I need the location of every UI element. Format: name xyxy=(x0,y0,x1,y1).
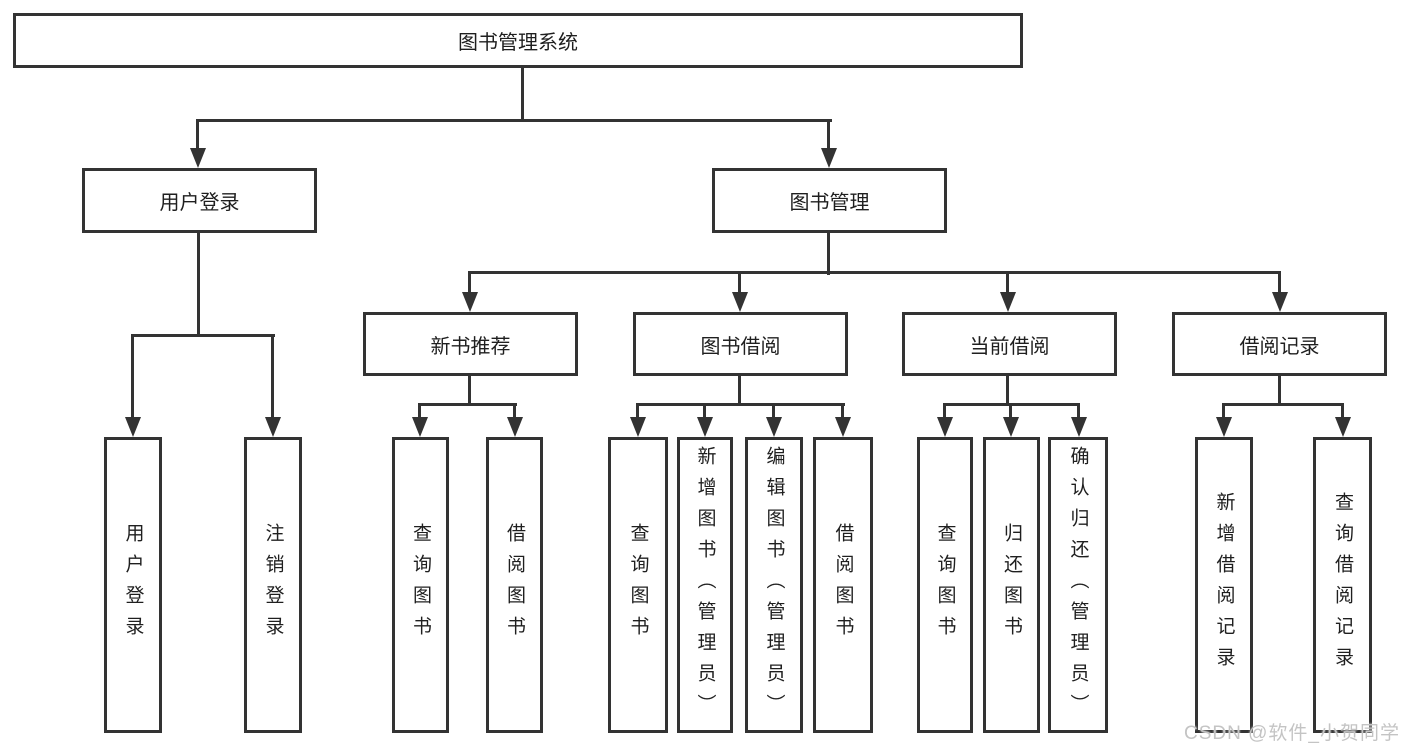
connector-groupB-leaf4-drop xyxy=(841,403,844,419)
node-user-login: 用户登录 xyxy=(82,168,317,233)
node-user-login-label: 用户登录 xyxy=(159,192,240,214)
arrowhead-groupB-leaf1 xyxy=(630,417,646,437)
arrowhead-groupA-leaf1 xyxy=(412,417,428,437)
connector-current-borrow-drop xyxy=(1006,271,1009,293)
connector-groupB-stem xyxy=(738,374,741,406)
node-current-borrow-label: 当前借阅 xyxy=(969,335,1050,358)
connector-groupB-rail xyxy=(636,403,845,406)
leaf-edit-books-admin-label: 编辑图书（管理员） xyxy=(763,445,785,725)
leaf-user-login: 用户登录 xyxy=(104,437,162,733)
arrowhead-book-borrow xyxy=(732,292,748,312)
connector-groupA-rail xyxy=(418,403,517,406)
connector-book-mgmt-drop xyxy=(827,119,830,149)
arrowhead-groupD-leaf1 xyxy=(1216,417,1232,437)
connector-groupA-leaf2-drop xyxy=(513,403,516,419)
leaf-borrow-books-b: 借阅图书 xyxy=(813,437,873,733)
leaf-add-books-admin: 新增图书（管理员） xyxy=(677,437,733,733)
connector-user-subtree-stem xyxy=(197,231,200,337)
leaf-user-login-label: 用户登录 xyxy=(122,523,144,647)
connector-groupA-stem xyxy=(468,374,471,406)
arrowhead-groupC-leaf2 xyxy=(1003,417,1019,437)
connector-groupC-stem xyxy=(1006,374,1009,406)
arrowhead-groupC-leaf3 xyxy=(1071,417,1087,437)
node-root-label: 图书管理系统 xyxy=(458,32,578,54)
connector-groupA-leaf1-drop xyxy=(418,403,421,419)
node-book-borrow: 图书借阅 xyxy=(633,312,848,376)
leaf-add-books-admin-label: 新增图书（管理员） xyxy=(694,445,716,725)
leaf-confirm-return-admin-label: 确认归还（管理员） xyxy=(1067,445,1089,725)
leaf-query-books-a-label: 查询图书 xyxy=(410,523,431,647)
connector-level3-rail xyxy=(468,271,1281,274)
node-root-system: 图书管理系统 xyxy=(13,13,1023,68)
leaf-logout: 注销登录 xyxy=(244,437,302,733)
arrowhead-groupA-leaf2 xyxy=(507,417,523,437)
leaf-query-books-c: 查询图书 xyxy=(917,437,973,733)
connector-level2-rail xyxy=(197,119,832,122)
leaf-query-borrow-record: 查询借阅记录 xyxy=(1313,437,1372,733)
connector-groupC-leaf3-drop xyxy=(1077,403,1080,419)
connector-groupB-leaf3-drop xyxy=(772,403,775,419)
connector-leaf-user-login-drop xyxy=(131,334,134,419)
node-book-management-label: 图书管理 xyxy=(789,192,870,214)
connector-groupC-leaf1-drop xyxy=(943,403,946,419)
arrowhead-groupB-leaf2 xyxy=(697,417,713,437)
leaf-confirm-return-admin: 确认归还（管理员） xyxy=(1048,437,1108,733)
connector-groupB-leaf2-drop xyxy=(703,403,706,419)
connector-groupC-leaf2-drop xyxy=(1009,403,1012,419)
node-current-borrow: 当前借阅 xyxy=(902,312,1117,376)
arrowhead-groupB-leaf4 xyxy=(835,417,851,437)
leaf-return-books-label: 归还图书 xyxy=(1001,523,1022,647)
node-book-management: 图书管理 xyxy=(712,168,947,233)
leaf-query-books-b-label: 查询图书 xyxy=(627,523,649,647)
leaf-borrow-books-a-label: 借阅图书 xyxy=(504,523,525,647)
connector-root-stem xyxy=(521,66,524,122)
leaf-logout-label: 注销登录 xyxy=(262,523,284,647)
connector-groupD-rail xyxy=(1222,403,1344,406)
arrowhead-user-login xyxy=(190,148,206,168)
node-borrow-records: 借阅记录 xyxy=(1172,312,1387,376)
arrowhead-book-mgmt xyxy=(821,148,837,168)
leaf-query-books-c-label: 查询图书 xyxy=(934,523,956,647)
connector-groupD-stem xyxy=(1278,374,1281,406)
arrowhead-new-book xyxy=(462,292,478,312)
leaf-borrow-books-a: 借阅图书 xyxy=(486,437,543,733)
connector-new-book-drop xyxy=(468,271,471,293)
leaf-query-borrow-record-label: 查询借阅记录 xyxy=(1332,492,1353,678)
connector-user-subtree-rail xyxy=(131,334,275,337)
connector-leaf-logout-drop xyxy=(271,334,274,419)
connector-user-login-drop xyxy=(196,119,199,149)
node-new-book-recommend: 新书推荐 xyxy=(363,312,578,376)
connector-groupB-leaf1-drop xyxy=(636,403,639,419)
leaf-query-books-a: 查询图书 xyxy=(392,437,449,733)
connector-borrow-records-drop xyxy=(1278,271,1281,293)
csdn-watermark: CSDN @软件_小贺同学 xyxy=(1184,723,1400,744)
node-new-book-recommend-label: 新书推荐 xyxy=(430,335,511,358)
leaf-add-borrow-record-label: 新增借阅记录 xyxy=(1213,492,1235,678)
arrowhead-current-borrow xyxy=(1000,292,1016,312)
leaf-add-borrow-record: 新增借阅记录 xyxy=(1195,437,1253,733)
connector-groupD-leaf2-drop xyxy=(1341,403,1344,419)
arrowhead-groupC-leaf1 xyxy=(937,417,953,437)
arrowhead-groupB-leaf3 xyxy=(766,417,782,437)
connector-groupD-leaf1-drop xyxy=(1222,403,1225,419)
leaf-edit-books-admin: 编辑图书（管理员） xyxy=(745,437,803,733)
node-book-borrow-label: 图书借阅 xyxy=(700,335,781,358)
connector-book-borrow-drop xyxy=(738,271,741,293)
arrowhead-leaf-user-login xyxy=(125,417,141,437)
arrowhead-leaf-logout xyxy=(265,417,281,437)
leaf-borrow-books-b-label: 借阅图书 xyxy=(832,523,854,647)
node-borrow-records-label: 借阅记录 xyxy=(1239,335,1320,358)
arrowhead-borrow-records xyxy=(1272,292,1288,312)
connector-book-mgmt-stem xyxy=(827,231,830,275)
leaf-query-books-b: 查询图书 xyxy=(608,437,668,733)
arrowhead-groupD-leaf2 xyxy=(1335,417,1351,437)
leaf-return-books: 归还图书 xyxy=(983,437,1040,733)
